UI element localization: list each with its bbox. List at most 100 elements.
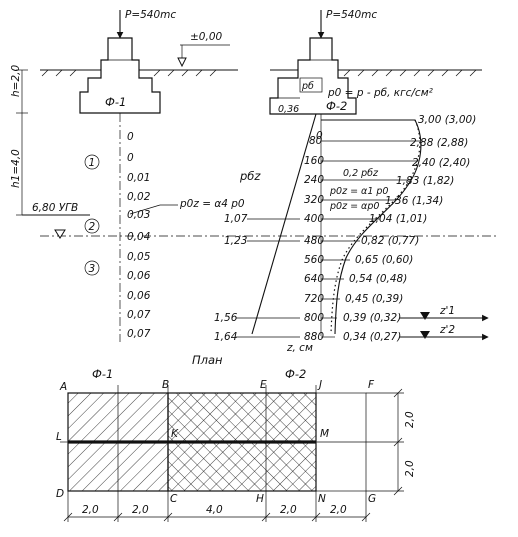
plan-dim-5: 2,0 — [330, 504, 347, 516]
pressure-8: 0,54 (0,48) — [349, 273, 407, 285]
z1-label: z'1 — [439, 305, 455, 317]
corner-F: F — [368, 379, 375, 391]
plan-view: План Ф-1 Ф-2 A B E J F L K M D C H N G — [56, 353, 416, 522]
pressure-6: 0,82 (0,77) — [361, 235, 419, 247]
pbz-value-1: 1,07 — [224, 213, 248, 225]
plan-side-dim-1: 2,0 — [404, 411, 416, 428]
level-marker-icon — [177, 57, 187, 68]
pressure-1: 2,88 (2,88) — [410, 137, 468, 149]
p0z-curve-alt — [330, 119, 421, 335]
corner-C: C — [170, 493, 178, 505]
right-section: P=540mc Ф-2 0,36 pб p0 = p - pб, кгс/см²… — [214, 9, 489, 354]
ground-level-label: ±0,00 — [190, 31, 222, 43]
pbz-line — [251, 113, 317, 335]
dim-h: h=2,0 — [10, 65, 22, 97]
depth-560: 560 — [304, 254, 324, 266]
load-label-right: P=540mc — [326, 9, 377, 21]
depth-880: 880 — [304, 331, 324, 343]
pressure-0: 3,00 (3,00) — [418, 114, 476, 126]
p0z-curve — [321, 119, 422, 335]
alpha-6: 0,05 — [127, 251, 151, 263]
corner-E: E — [260, 379, 267, 391]
corner-L: L — [56, 431, 62, 443]
left-section: P=540mc ±0,00 Ф-1 h=2,0 h1=4,0 6,80 УГВ … — [10, 9, 496, 342]
corner-M: M — [320, 428, 329, 440]
depth-160: 160 — [304, 155, 324, 167]
depth-axis-label: z, см — [286, 342, 313, 354]
dim-h1: h1=4,0 — [10, 149, 22, 188]
corner-A: A — [59, 381, 67, 393]
pressure-11: 0,34 (0,27) — [343, 331, 401, 343]
depth-480: 480 — [304, 235, 324, 247]
corner-B: B — [162, 379, 169, 391]
water-level-icon — [54, 229, 66, 239]
alpha-9: 0,07 — [127, 309, 151, 321]
depth-640: 640 — [304, 273, 324, 285]
plan-f2-label: Ф-2 — [285, 367, 306, 381]
pb-small-label: pб — [301, 81, 314, 92]
depth-80: 80 — [309, 135, 323, 147]
alpha-column: 0 0 0,01 0,02 0,03 0,04 0,05 0,06 0,06 0… — [127, 131, 151, 340]
pbz-value-3: 1,56 — [214, 312, 238, 324]
layer-3-label: 3 — [89, 263, 96, 275]
pressure-values: 3,00 (3,00) 2,88 (2,88) 2,40 (2,40) 1,83… — [343, 114, 476, 343]
corner-J: J — [317, 379, 322, 391]
load-label-left: P=540mc — [125, 9, 176, 21]
pressure-3: 1,83 (1,82) — [396, 175, 454, 187]
depth-720: 720 — [304, 293, 324, 305]
pressure-7: 0,65 (0,60) — [355, 254, 413, 266]
alpha-7: 0,06 — [127, 270, 151, 282]
alpha-8: 0,06 — [127, 290, 151, 302]
depth-320: 320 — [304, 194, 324, 206]
f2-lower — [167, 442, 317, 492]
depth-0: 0 — [316, 130, 323, 142]
depth-240: 240 — [304, 174, 324, 186]
alpha-0: 0 — [127, 131, 134, 143]
groundwater-label: 6,80 УГВ — [32, 202, 78, 214]
pressure-10: 0,39 (0,32) — [343, 312, 401, 324]
alpha-5: 0,04 — [127, 231, 150, 243]
corner-K: K — [171, 428, 179, 440]
alpha-3: 0,02 — [127, 191, 151, 203]
footing-f2-label: Ф-2 — [326, 99, 347, 113]
plan-dim-2: 2,0 — [132, 504, 149, 516]
z1-marker-icon — [420, 312, 430, 320]
pressure-5: 1,04 (1,01) — [369, 213, 427, 225]
p0-formula: p0 = p - pб, кгс/см² — [327, 87, 434, 99]
pbz-value-2: 1,23 — [224, 235, 247, 247]
f2-upper — [167, 392, 317, 442]
corner-H: H — [256, 493, 264, 505]
plan-f1-label: Ф-1 — [92, 367, 113, 381]
depth-ticks: 0 80 80 160 240 320 400 480 560 640 720 … — [304, 130, 324, 343]
pbz-label: pбz — [239, 169, 261, 183]
pressure-9: 0,45 (0,39) — [345, 293, 403, 305]
layer-2-label: 2 — [89, 221, 96, 233]
plan-dim-1: 2,0 — [82, 504, 99, 516]
p0z-alpha-formula: p0z = αp0 — [329, 201, 379, 212]
alpha-4: 0,03 — [127, 209, 150, 221]
p0z-a1-formula: p0z = α1 p0 — [329, 186, 388, 197]
plan-dim-3: 4,0 — [206, 504, 223, 516]
alpha-10: 0,07 — [127, 328, 151, 340]
z2-marker-icon — [420, 331, 430, 339]
pad-dimension: 0,36 — [278, 104, 299, 115]
plan-side-dim-2: 2,0 — [404, 460, 416, 477]
corner-N: N — [318, 493, 326, 505]
plan-title: План — [192, 353, 223, 367]
depth-400: 400 — [304, 213, 324, 225]
pressure-4: 1,36 (1,34) — [385, 195, 443, 207]
alpha-2: 0,01 — [127, 172, 150, 184]
layer-1-label: 1 — [89, 157, 96, 169]
coef-label: 0,2 pбz — [343, 168, 379, 179]
corner-G: G — [368, 493, 376, 505]
z2-label: z'2 — [439, 324, 455, 336]
alpha-1: 0 — [127, 152, 134, 164]
corner-D: D — [56, 488, 64, 500]
plan-dim-4: 2,0 — [280, 504, 297, 516]
pbz-value-4: 1,64 — [214, 331, 237, 343]
pressure-2: 2,40 (2,40) — [412, 157, 470, 169]
footing-f1-label: Ф-1 — [105, 95, 126, 109]
p0z-left-formula: p0z = α4 p0 — [179, 198, 245, 210]
